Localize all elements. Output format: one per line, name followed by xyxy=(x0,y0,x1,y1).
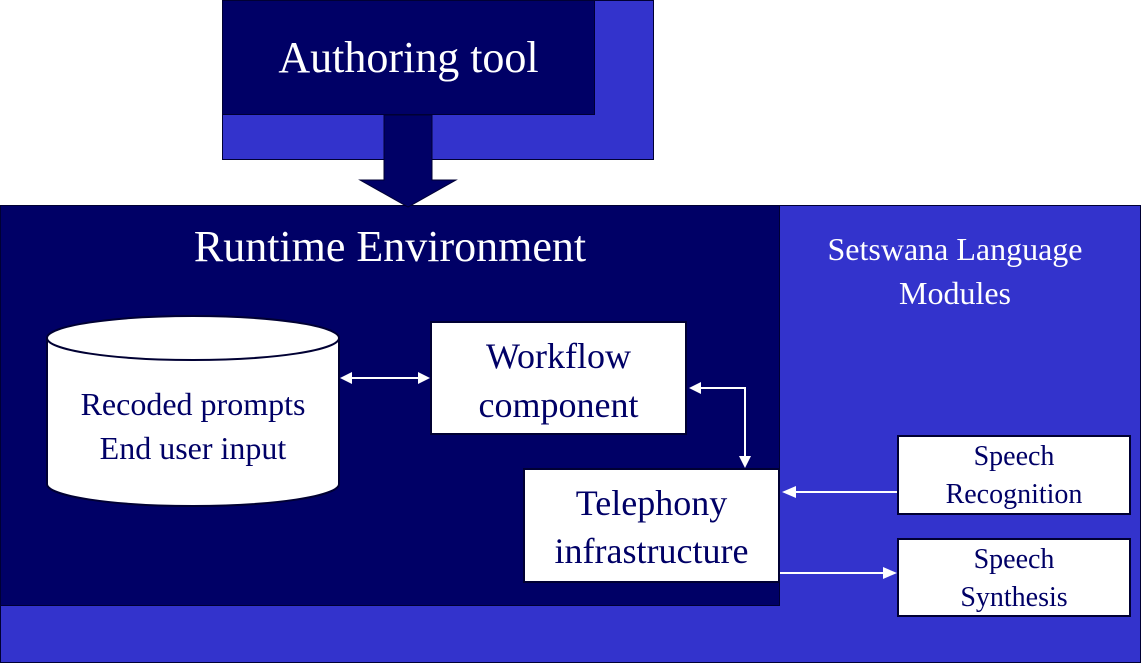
down-arrow-icon xyxy=(358,114,458,208)
telephony-label-line1: Telephony xyxy=(575,483,728,523)
runtime-environment-title: Runtime Environment xyxy=(193,222,587,271)
recognition-telephony-arrow xyxy=(782,486,897,498)
speech-recognition-box xyxy=(897,435,1131,515)
workflow-label-line1: Workflow xyxy=(485,336,632,376)
telephony-synthesis-arrow xyxy=(780,567,897,579)
workflow-component-box xyxy=(430,321,687,435)
language-modules-title-line1: Setswana Language xyxy=(827,231,1083,267)
database-cylinder xyxy=(46,315,340,507)
authoring-tool-box xyxy=(222,0,595,115)
synthesis-label-line2: Synthesis xyxy=(960,582,1068,613)
authoring-tool-title: Authoring tool xyxy=(278,33,539,82)
database-label-line2: End user input xyxy=(99,430,287,466)
recognition-label-line2: Recognition xyxy=(945,479,1083,510)
language-modules-title-line2: Modules xyxy=(899,275,1011,311)
database-label-line1: Recoded prompts xyxy=(80,386,306,422)
recognition-label-line1: Speech xyxy=(973,441,1055,472)
telephony-label-line2: infrastructure xyxy=(554,531,749,571)
workflow-label-line2: component xyxy=(478,385,639,425)
speech-synthesis-box xyxy=(897,538,1131,617)
telephony-infrastructure-box xyxy=(523,468,780,583)
db-workflow-arrow xyxy=(340,372,430,384)
synthesis-label-line1: Speech xyxy=(973,544,1055,575)
workflow-telephony-arrow xyxy=(699,387,746,458)
